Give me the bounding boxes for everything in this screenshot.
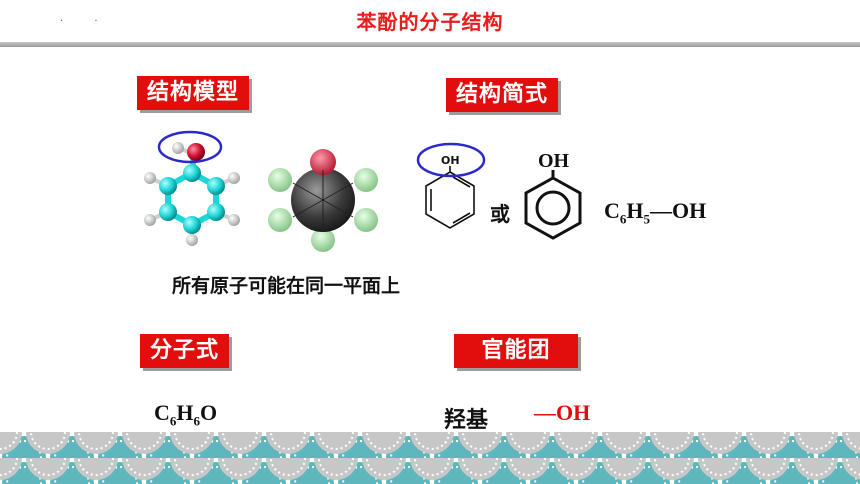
oh-large-label: OH bbox=[538, 150, 570, 172]
hydroxyl-highlight-ellipse bbox=[157, 130, 223, 164]
page-title: 苯酚的分子结构 bbox=[356, 10, 504, 34]
scale-pattern-icon bbox=[0, 432, 860, 484]
label-structural-formula: 结构简式 bbox=[446, 78, 559, 112]
or-text: 或 bbox=[490, 202, 510, 226]
functional-group-name: 羟基 bbox=[444, 408, 489, 433]
ball-stick-model-icon bbox=[144, 130, 240, 246]
oh-small-label: OH bbox=[441, 154, 460, 167]
label-functional-group: 官能团 bbox=[454, 334, 578, 368]
label-structure-model: 结构模型 bbox=[137, 76, 250, 110]
molecular-formula: C6H6O bbox=[154, 400, 218, 429]
coplanar-note: 所有原子可能在同一平面上 bbox=[172, 275, 401, 297]
oh-highlight-ellipse bbox=[416, 142, 486, 178]
functional-group-formula: —OH bbox=[534, 400, 591, 425]
header-dots: · · bbox=[60, 16, 112, 27]
space-filling-model-icon bbox=[268, 149, 378, 252]
aromatic-ring-icon bbox=[524, 170, 582, 240]
label-molecular-formula: 分子式 bbox=[140, 334, 230, 368]
header-rule bbox=[0, 42, 860, 47]
condensed-formula: C6H5—OH bbox=[604, 198, 707, 227]
benzene-ring-icon bbox=[416, 142, 486, 229]
